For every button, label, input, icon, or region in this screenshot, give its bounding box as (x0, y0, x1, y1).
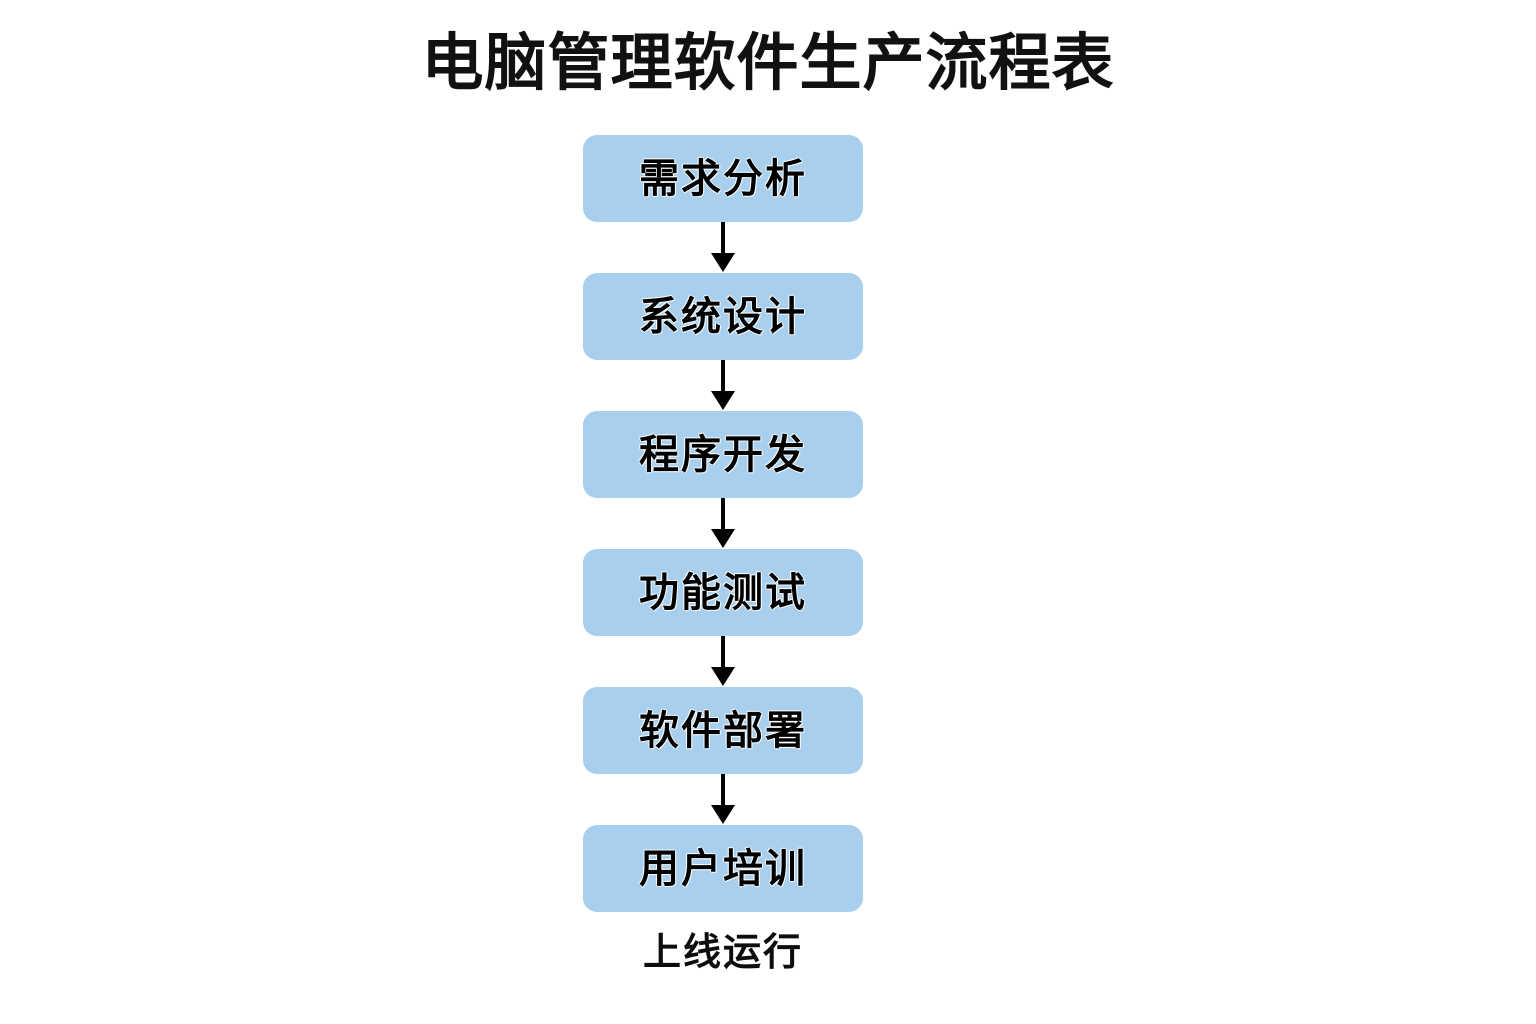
connector-step-3-to-step-4 (583, 498, 863, 549)
node-label: 功能测试 (639, 569, 807, 616)
node-label: 用户培训 (639, 845, 807, 892)
node-box[interactable]: 需求分析 (583, 135, 863, 222)
flow-node-step-1[interactable]: 需求分析 (583, 135, 863, 222)
node-box[interactable]: 功能测试 (583, 549, 863, 636)
connector-step-5-to-step-6 (583, 774, 863, 825)
down-arrow-icon (711, 636, 735, 686)
flow-tail-label: 上线运行 (642, 930, 803, 974)
node-label: 需求分析 (639, 155, 807, 202)
node-label: 系统设计 (639, 293, 807, 340)
flow-column: 需求分析 系统设计 程序开发 (583, 135, 863, 976)
connector-step-4-to-step-5 (583, 636, 863, 687)
node-box[interactable]: 程序开发 (583, 411, 863, 498)
down-arrow-icon (711, 498, 735, 548)
node-box[interactable]: 软件部署 (583, 687, 863, 774)
down-arrow-icon (711, 222, 735, 272)
page-title: 电脑管理软件生产流程表 (421, 26, 1115, 99)
node-box[interactable]: 系统设计 (583, 273, 863, 360)
flow-node-step-5[interactable]: 软件部署 (583, 687, 863, 774)
flow-node-step-2[interactable]: 系统设计 (583, 273, 863, 360)
flow-node-step-3[interactable]: 程序开发 (583, 411, 863, 498)
down-arrow-icon (711, 774, 735, 824)
node-label: 程序开发 (639, 431, 807, 478)
flow-node-step-4[interactable]: 功能测试 (583, 549, 863, 636)
flow-node-step-6[interactable]: 用户培训 (583, 825, 863, 912)
down-arrow-icon (711, 360, 735, 410)
node-box[interactable]: 用户培训 (583, 825, 863, 912)
connector-step-1-to-step-2 (583, 222, 863, 273)
node-label: 软件部署 (639, 707, 807, 754)
connector-step-2-to-step-3 (583, 360, 863, 411)
